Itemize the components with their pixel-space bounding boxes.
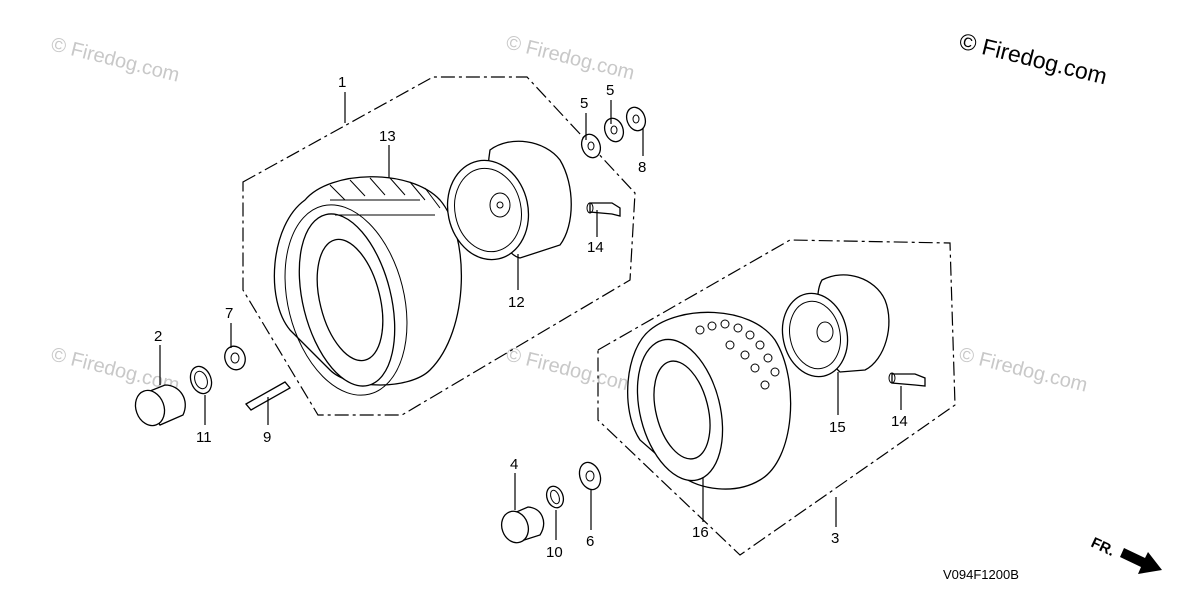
assembly-3-outline — [597, 239, 956, 556]
washer-5a — [580, 133, 602, 159]
clip-11 — [189, 365, 213, 395]
hub-cap-4 — [500, 506, 545, 544]
washer-7 — [224, 345, 246, 371]
washer-5b — [603, 117, 625, 143]
callout-2: 2 — [154, 328, 162, 345]
callout-4: 4 — [510, 456, 518, 473]
callout-8: 8 — [638, 159, 646, 176]
callout-14a: 14 — [587, 239, 604, 256]
valve-14b — [888, 372, 926, 387]
watermark-mid-right: © Firedog.com — [957, 344, 1090, 397]
arrow-right-icon — [1120, 548, 1162, 574]
watermark-main: © Firedog.com — [957, 28, 1110, 90]
callout-1: 1 — [338, 74, 346, 91]
front-direction-indicator: FR. — [1088, 534, 1162, 574]
watermark-top-left: © Firedog.com — [49, 34, 182, 87]
callout-14b: 14 — [891, 413, 908, 430]
wheel-12 — [446, 140, 572, 261]
callout-3: 3 — [831, 530, 839, 547]
hub-cap-2 — [134, 384, 186, 427]
assembly-1-outline — [242, 76, 636, 416]
front-direction-label: FR. — [1088, 534, 1117, 560]
wheel-15 — [781, 274, 890, 378]
callout-5a: 5 — [580, 95, 588, 112]
valve-14a — [586, 202, 621, 217]
clip-10 — [545, 485, 565, 509]
tire-16 — [627, 311, 792, 490]
washer-6 — [578, 461, 602, 491]
callout-5b: 5 — [606, 82, 614, 99]
washer-8 — [625, 106, 647, 132]
callout-7: 7 — [225, 305, 233, 322]
watermark-mid-center: © Firedog.com — [504, 344, 637, 397]
tire-13 — [273, 176, 463, 396]
callout-9: 9 — [263, 429, 271, 446]
callout-15: 15 — [829, 419, 846, 436]
callout-11: 11 — [196, 429, 212, 446]
diagram-code: V094F1200B — [943, 567, 1019, 582]
leader-lines — [159, 92, 902, 540]
callout-6: 6 — [586, 533, 594, 550]
callout-10: 10 — [546, 544, 563, 561]
key-9 — [245, 381, 291, 411]
callout-13: 13 — [379, 128, 396, 145]
callout-16: 16 — [692, 524, 709, 541]
callout-12: 12 — [508, 294, 525, 311]
